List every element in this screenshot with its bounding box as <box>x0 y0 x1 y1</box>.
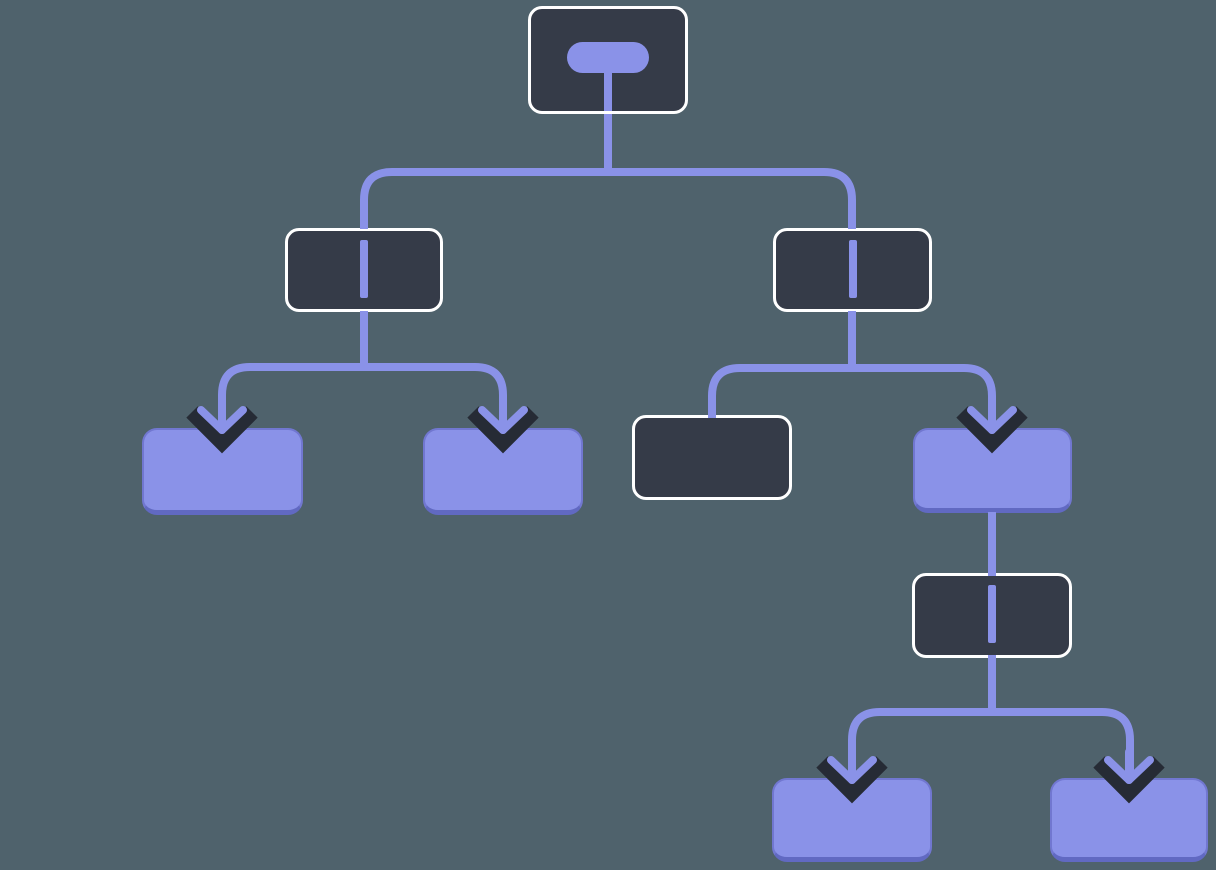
leaf-node-4[interactable] <box>772 778 932 862</box>
dark-leaf-node[interactable] <box>632 415 792 500</box>
branch-node-right[interactable] <box>773 228 932 312</box>
chevron-down-icon <box>1104 756 1154 784</box>
leaf-node-1[interactable] <box>142 428 303 515</box>
divider-bar-icon <box>848 240 857 298</box>
pill-icon <box>567 42 649 73</box>
pill-stem-icon <box>604 72 612 111</box>
chevron-down-icon <box>967 406 1017 434</box>
leaf-node-5[interactable] <box>1050 778 1208 862</box>
root-node[interactable] <box>528 6 688 114</box>
chevron-down-icon <box>197 406 247 434</box>
edge-bus-top <box>360 168 856 229</box>
divider-bar-icon <box>360 240 368 298</box>
leaf-node-2[interactable] <box>423 428 583 515</box>
chevron-down-icon <box>827 756 877 784</box>
divider-bar-icon <box>988 585 996 643</box>
branch-node-left[interactable] <box>285 228 443 312</box>
branch-node-bottom[interactable] <box>912 573 1072 658</box>
edge-bus-left <box>218 363 507 430</box>
chevron-down-icon <box>478 406 528 434</box>
edge-bus-bottom <box>848 708 1134 780</box>
leaf-node-3[interactable] <box>913 428 1072 513</box>
